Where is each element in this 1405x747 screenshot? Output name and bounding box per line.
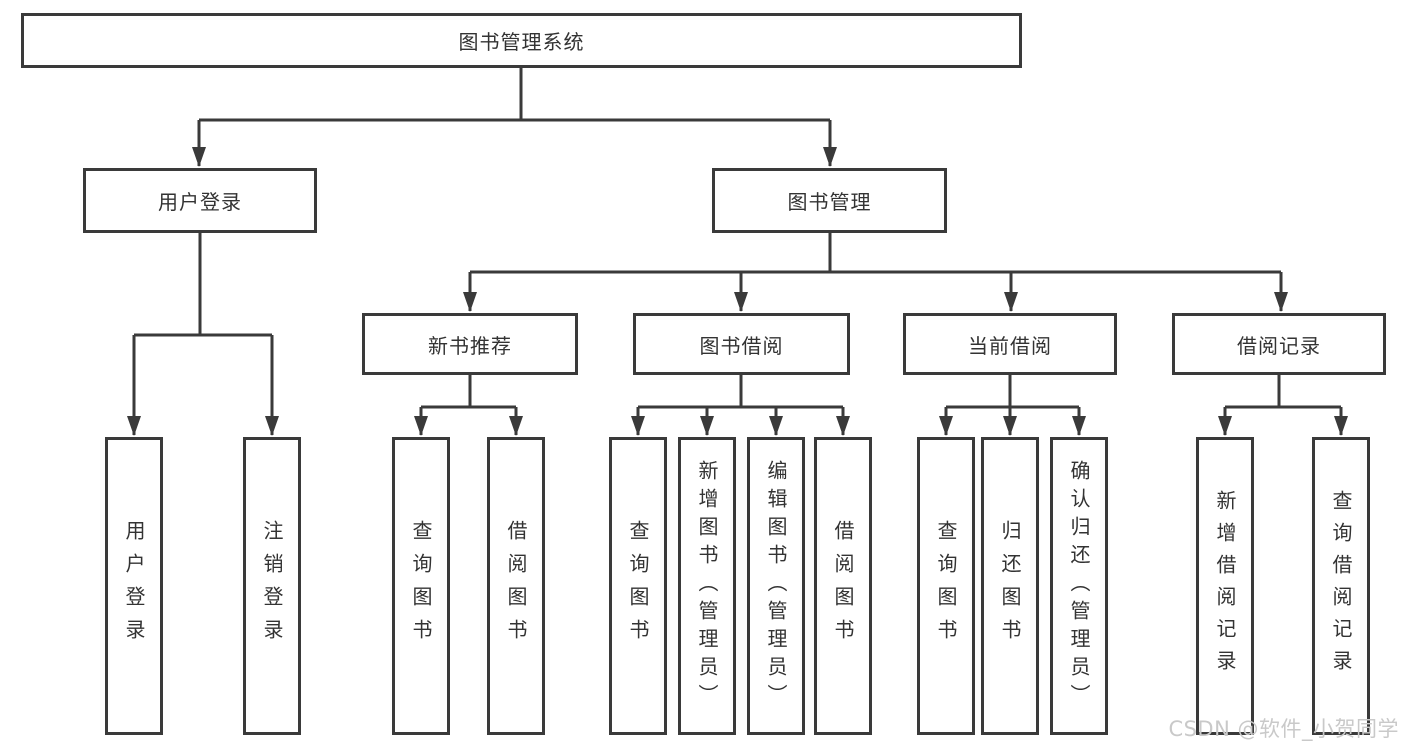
leaf-edit-book-admin: 编辑图书（管理员）: [747, 437, 805, 735]
leaf-query-book-current: 查询图书: [917, 437, 975, 735]
leaf-user-login: 用户登录: [105, 437, 163, 735]
node-user-login: 用户登录: [83, 168, 317, 233]
leaf-add-borrow-record: 新增借阅记录: [1196, 437, 1254, 735]
node-label: 当前借阅: [968, 333, 1052, 358]
leaf-label: 借阅图书: [504, 520, 528, 652]
node-label: 图书管理系统: [458, 30, 585, 54]
node-label: 用户登录: [158, 190, 242, 214]
leaf-label: 查询图书: [409, 520, 433, 652]
leaf-label: 编辑图书（管理员）: [764, 460, 788, 712]
node-borrow-record: 借阅记录: [1172, 313, 1386, 375]
leaf-query-book-borrow: 查询图书: [609, 437, 667, 735]
leaf-borrow-book-recommend: 借阅图书: [487, 437, 545, 735]
node-book-borrow: 图书借阅: [633, 313, 850, 375]
leaf-label: 用户登录: [122, 520, 146, 652]
leaf-label: 查询借阅记录: [1329, 490, 1353, 682]
leaf-borrow-book: 借阅图书: [814, 437, 872, 735]
leaf-label: 查询图书: [626, 520, 650, 652]
leaf-label: 借阅图书: [831, 520, 855, 652]
csdn-watermark: CSDN @软件_小贺同学: [1168, 717, 1399, 741]
node-label: 借阅记录: [1237, 333, 1321, 358]
leaf-query-book-recommend: 查询图书: [392, 437, 450, 735]
leaf-logout: 注销登录: [243, 437, 301, 735]
node-library-management-system: 图书管理系统: [21, 13, 1022, 68]
leaf-return-book: 归还图书: [981, 437, 1039, 735]
leaf-label: 新增借阅记录: [1213, 490, 1237, 682]
leaf-label: 注销登录: [260, 520, 284, 652]
leaf-label: 查询图书: [934, 520, 958, 652]
leaf-label: 新增图书（管理员）: [695, 460, 719, 712]
node-label: 新书推荐: [428, 333, 512, 358]
leaf-query-borrow-record: 查询借阅记录: [1312, 437, 1370, 735]
leaf-confirm-return-admin: 确认归还（管理员）: [1050, 437, 1108, 735]
leaf-label: 确认归还（管理员）: [1067, 460, 1091, 712]
node-book-management: 图书管理: [712, 168, 947, 233]
node-current-borrow: 当前借阅: [903, 313, 1117, 375]
node-label: 图书借阅: [699, 333, 784, 358]
node-new-book-recommend: 新书推荐: [362, 313, 578, 375]
leaf-add-book-admin: 新增图书（管理员）: [678, 437, 736, 735]
leaf-label: 归还图书: [998, 520, 1022, 652]
node-label: 图书管理: [787, 190, 872, 214]
